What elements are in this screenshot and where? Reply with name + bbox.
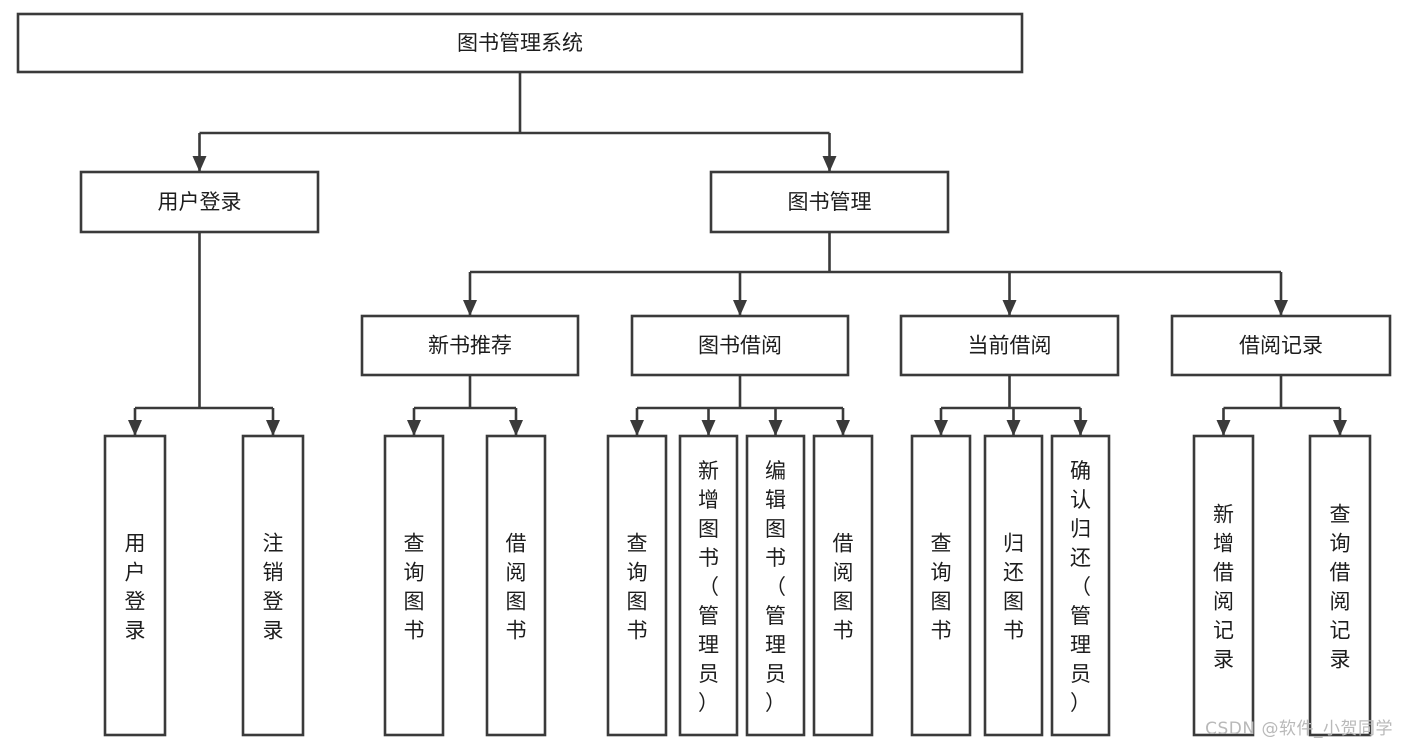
connector-group-book-borrow bbox=[630, 375, 850, 436]
node-box-new-book-rec bbox=[360, 314, 580, 377]
node-label-book-manage: 图书管理 bbox=[788, 190, 872, 214]
arrow-head-icon bbox=[509, 420, 523, 436]
node-label-leaf-user-login: 用户登录 bbox=[125, 532, 146, 643]
node-label-leaf-add-record: 新增借阅记录 bbox=[1213, 503, 1234, 672]
node-box-root bbox=[16, 12, 1024, 74]
arrow-head-icon bbox=[407, 420, 421, 436]
node-leaf-user-login[interactable]: 用户登录 bbox=[103, 434, 167, 737]
node-label-leaf-query-record: 查询借阅记录 bbox=[1330, 503, 1351, 672]
connector-group-root bbox=[192, 72, 837, 172]
arrow-head-icon bbox=[1006, 420, 1021, 436]
arrow-head-icon bbox=[934, 420, 948, 436]
node-label-leaf-edit-book: 编辑图书（管理员） bbox=[765, 459, 786, 715]
node-box-leaf-borrow-book-2 bbox=[812, 434, 874, 737]
arrow-head-icon bbox=[128, 420, 142, 436]
arrow-head-icon bbox=[822, 156, 837, 172]
node-box-leaf-borrow-book-1 bbox=[485, 434, 547, 737]
arrow-head-icon bbox=[701, 420, 716, 436]
node-label-leaf-borrow-book-1: 借阅图书 bbox=[506, 532, 527, 643]
node-label-new-book-rec: 新书推荐 bbox=[428, 334, 512, 358]
node-box-leaf-user-logout bbox=[241, 434, 305, 737]
node-label-leaf-return-book: 归还图书 bbox=[1003, 532, 1024, 643]
node-label-leaf-borrow-book-2: 借阅图书 bbox=[833, 532, 854, 643]
node-leaf-query-book-3[interactable]: 查询图书 bbox=[910, 434, 972, 737]
arrow-head-icon bbox=[733, 300, 747, 316]
arrow-head-icon bbox=[1274, 300, 1288, 316]
node-label-borrow-record: 借阅记录 bbox=[1239, 334, 1323, 358]
node-box-leaf-user-login bbox=[103, 434, 167, 737]
arrow-head-icon bbox=[630, 420, 644, 436]
node-new-book-rec[interactable]: 新书推荐 bbox=[360, 314, 580, 377]
arrow-head-icon bbox=[836, 420, 850, 436]
arrow-head-icon bbox=[768, 420, 783, 436]
node-box-leaf-query-book-1 bbox=[383, 434, 445, 737]
node-leaf-user-logout[interactable]: 注销登录 bbox=[241, 434, 305, 737]
node-box-leaf-query-book-2 bbox=[606, 434, 668, 737]
node-label-book-borrow: 图书借阅 bbox=[698, 334, 782, 358]
arrow-head-icon bbox=[192, 156, 207, 172]
arrow-head-icon bbox=[1073, 420, 1088, 436]
node-leaf-add-record[interactable]: 新增借阅记录 bbox=[1192, 434, 1255, 737]
node-box-leaf-query-book-3 bbox=[910, 434, 972, 737]
node-leaf-return-book[interactable]: 归还图书 bbox=[983, 434, 1044, 737]
node-label-root: 图书管理系统 bbox=[457, 31, 583, 55]
node-box-leaf-edit-book bbox=[745, 434, 806, 737]
node-leaf-confirm-return[interactable]: 确认归还（管理员） bbox=[1050, 434, 1111, 737]
node-label-leaf-user-logout: 注销登录 bbox=[263, 532, 284, 643]
node-label-leaf-query-book-2: 查询图书 bbox=[627, 532, 648, 643]
node-current-borrow[interactable]: 当前借阅 bbox=[899, 314, 1120, 377]
arrow-head-icon bbox=[266, 420, 280, 436]
node-leaf-borrow-book-2[interactable]: 借阅图书 bbox=[812, 434, 874, 737]
node-box-leaf-add-book bbox=[678, 434, 739, 737]
node-box-current-borrow bbox=[899, 314, 1120, 377]
connector-group-new-book-rec bbox=[407, 375, 523, 436]
arrow-head-icon bbox=[463, 300, 477, 316]
node-leaf-query-record[interactable]: 查询借阅记录 bbox=[1308, 434, 1372, 737]
node-box-user-login bbox=[79, 170, 320, 234]
node-label-leaf-confirm-return: 确认归还（管理员） bbox=[1070, 459, 1091, 715]
node-box-book-manage bbox=[709, 170, 950, 234]
node-label-current-borrow: 当前借阅 bbox=[968, 334, 1052, 358]
node-leaf-add-book[interactable]: 新增图书（管理员） bbox=[678, 434, 739, 737]
node-label-leaf-add-book: 新增图书（管理员） bbox=[698, 459, 719, 715]
node-label-leaf-query-book-3: 查询图书 bbox=[931, 532, 952, 643]
node-box-book-borrow bbox=[630, 314, 850, 377]
arrow-head-icon bbox=[1216, 420, 1231, 436]
node-book-borrow[interactable]: 图书借阅 bbox=[630, 314, 850, 377]
node-layer: 图书管理系统用户登录图书管理新书推荐图书借阅当前借阅借阅记录用户登录注销登录查询… bbox=[16, 12, 1392, 737]
connector-group-current-borrow bbox=[934, 375, 1088, 436]
arrow-head-icon bbox=[1002, 300, 1017, 316]
connector-layer bbox=[128, 72, 1347, 436]
node-borrow-record[interactable]: 借阅记录 bbox=[1170, 314, 1392, 377]
connector-group-book-manage bbox=[463, 232, 1288, 316]
node-box-borrow-record bbox=[1170, 314, 1392, 377]
connector-group-borrow-record bbox=[1216, 375, 1347, 436]
node-leaf-borrow-book-1[interactable]: 借阅图书 bbox=[485, 434, 547, 737]
node-label-user-login: 用户登录 bbox=[158, 190, 242, 214]
node-box-leaf-add-record bbox=[1192, 434, 1255, 737]
connector-group-user-login bbox=[128, 232, 280, 436]
node-user-login[interactable]: 用户登录 bbox=[79, 170, 320, 234]
node-box-leaf-query-record bbox=[1308, 434, 1372, 737]
node-leaf-query-book-2[interactable]: 查询图书 bbox=[606, 434, 668, 737]
node-leaf-query-book-1[interactable]: 查询图书 bbox=[383, 434, 445, 737]
node-leaf-edit-book[interactable]: 编辑图书（管理员） bbox=[745, 434, 806, 737]
arrow-head-icon bbox=[1333, 420, 1347, 436]
node-box-leaf-confirm-return bbox=[1050, 434, 1111, 737]
node-root[interactable]: 图书管理系统 bbox=[16, 12, 1024, 74]
node-box-leaf-return-book bbox=[983, 434, 1044, 737]
node-book-manage[interactable]: 图书管理 bbox=[709, 170, 950, 234]
node-label-leaf-query-book-1: 查询图书 bbox=[404, 532, 425, 643]
